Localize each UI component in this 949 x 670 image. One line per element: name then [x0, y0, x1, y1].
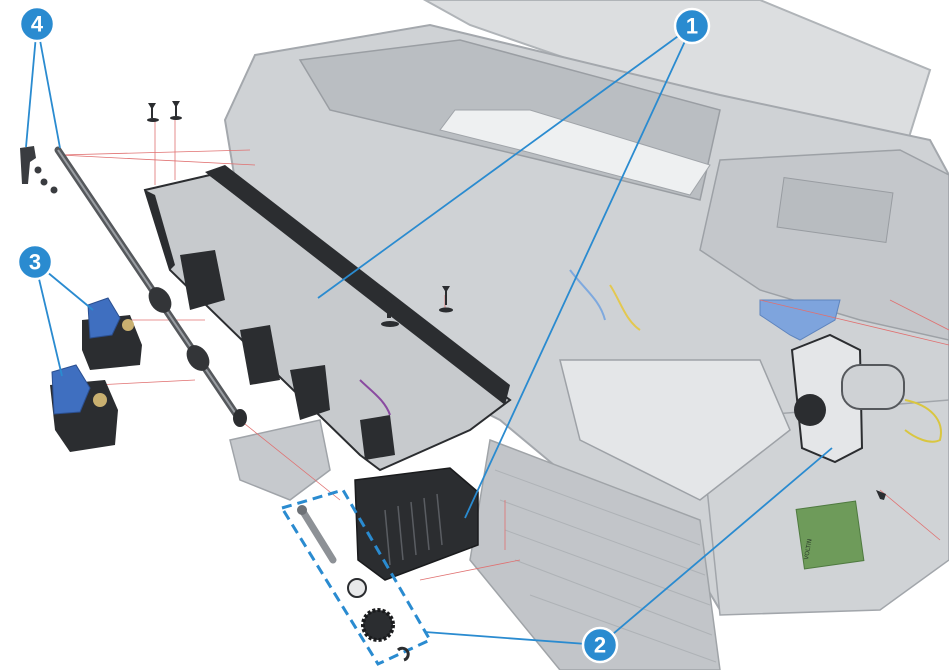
e-clip [396, 646, 410, 662]
rail-screw-2 [442, 286, 450, 305]
leader-1-to-box [464, 25, 693, 519]
part-4-shaft-assembly [20, 146, 247, 427]
shaft-roller-2 [186, 345, 210, 371]
motor-screw [876, 490, 886, 500]
part-3-latch-upper [82, 297, 142, 370]
callout-1-label: 1 [686, 14, 698, 39]
gear-shaft [298, 506, 337, 564]
leader-2-to-motor [599, 447, 833, 646]
screw-2 [172, 101, 180, 116]
latch-upper-handle [87, 297, 121, 339]
motor-gear [794, 394, 826, 426]
leader-4-to-bracket [25, 23, 38, 148]
part-3-latch-lower [50, 364, 118, 452]
motor-wires [904, 399, 942, 443]
stand-grille [494, 469, 717, 663]
rail-screw-2-washer [439, 307, 453, 313]
printer-blue-strap [759, 299, 841, 341]
leader-3-to-lower [34, 261, 63, 377]
gear-kit-dashed-frame [279, 488, 433, 666]
part-1-rail-assembly [143, 165, 512, 472]
screw-1 [148, 103, 156, 118]
callout-3-label: 3 [29, 250, 41, 275]
rail-cable-harness [359, 379, 391, 416]
printer-cable-yellow [609, 284, 641, 331]
callout-4-label: 4 [31, 12, 44, 37]
leader-2-to-kit [424, 631, 601, 646]
cover-box-ribs [384, 493, 443, 566]
callout-2: 2 [581, 626, 619, 664]
gear-shaft-end [297, 505, 307, 515]
washer-1 [147, 118, 159, 122]
shaft-end [233, 409, 247, 427]
washer-2 [170, 116, 182, 120]
part-2-motor-assembly [790, 333, 942, 500]
top-screws [147, 101, 182, 122]
callout-3: 3 [16, 243, 54, 281]
printer-left-legs [229, 419, 331, 501]
leader-4-to-shaft [36, 23, 61, 149]
drive-gear [361, 608, 395, 642]
callout-1: 1 [673, 7, 711, 45]
printer-circuit-board [795, 500, 865, 570]
rail-screw-washer [381, 321, 399, 327]
small-screw-b [40, 178, 48, 186]
small-bracket [20, 146, 36, 184]
rail-front-lip [145, 190, 175, 270]
leader-lines [25, 23, 833, 646]
shaft-roller-1 [148, 287, 172, 313]
printer-top-pad [776, 177, 894, 243]
cover-box-body [354, 467, 479, 581]
callout-2-label: 2 [594, 633, 606, 658]
small-screw-a [34, 166, 42, 174]
part-1-cover-box [354, 467, 479, 581]
board-label: VOLTIN [803, 538, 814, 560]
rail-top-spine [205, 165, 510, 405]
printer-cable-blue [569, 269, 606, 321]
gear-bushing [347, 578, 367, 598]
printer-carriage-bay [559, 359, 791, 501]
printer-body: VOLTIN [223, 0, 949, 670]
printer-inner-slot [439, 109, 711, 196]
small-washer [50, 186, 58, 194]
rail-screw [384, 296, 394, 318]
motor-cylinder [841, 364, 905, 410]
latch-lower-handle [51, 364, 91, 415]
rail-underside-blocks [180, 250, 395, 460]
leader-1-to-rail [317, 25, 693, 299]
callout-4: 4 [18, 5, 56, 43]
motor-bracket [790, 333, 864, 464]
part-2-gear-kit [279, 488, 433, 666]
assembly-guide-lines [59, 120, 949, 581]
